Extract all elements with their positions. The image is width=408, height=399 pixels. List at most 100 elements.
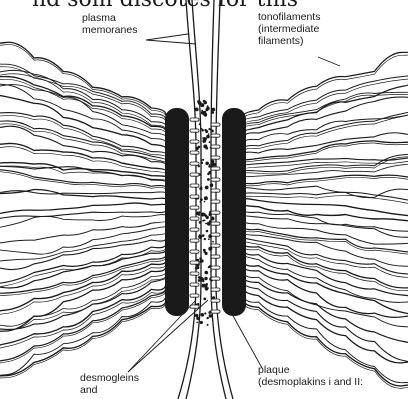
granule <box>195 267 198 270</box>
granule <box>210 183 214 187</box>
granule <box>204 238 206 240</box>
tonofilament <box>244 227 408 252</box>
label-desmogleins: desmogleins and <box>80 372 139 396</box>
granule <box>202 220 204 222</box>
granule <box>195 147 198 150</box>
tonofilament <box>244 196 408 204</box>
granule <box>208 266 210 268</box>
desmoglein-bar <box>211 167 220 170</box>
tonofilament <box>244 79 408 124</box>
desmoglein-bar <box>211 288 220 291</box>
tonofilament <box>0 221 166 243</box>
granule <box>201 110 203 112</box>
granule <box>198 235 202 239</box>
granule <box>209 220 211 222</box>
desmoglein-bar <box>190 272 199 275</box>
granule <box>211 217 215 221</box>
desmoglein-bar <box>190 283 199 286</box>
granule <box>203 280 205 282</box>
desmoglein-bar <box>211 277 220 280</box>
granule <box>205 162 209 166</box>
granule <box>205 186 209 190</box>
granule <box>208 165 210 167</box>
intercellular-space-granules <box>190 100 220 326</box>
tonofilament <box>0 57 166 121</box>
granule <box>206 135 210 139</box>
granule <box>206 230 209 233</box>
desmoglein-bar <box>190 294 199 297</box>
granule <box>205 140 207 142</box>
granule <box>205 130 208 133</box>
granule <box>202 159 204 161</box>
granule <box>211 160 215 164</box>
granule <box>203 113 207 117</box>
granule <box>211 163 215 167</box>
desmoglein-bar <box>211 178 220 181</box>
granule <box>205 215 208 218</box>
desmoglein-bar <box>211 299 220 302</box>
tonofilament <box>0 215 166 233</box>
tonofilament <box>244 157 408 165</box>
granule <box>208 133 210 135</box>
granule <box>209 141 211 143</box>
granule <box>196 317 199 320</box>
desmoglein-bar <box>211 145 220 148</box>
desmoglein-bar <box>211 200 220 203</box>
granule <box>198 214 200 216</box>
desmoglein-bar <box>190 184 199 187</box>
granule <box>205 271 209 275</box>
granule <box>207 317 209 319</box>
granule <box>209 314 213 318</box>
tonofilaments-right <box>244 39 408 399</box>
granule <box>199 201 201 203</box>
tonofilament <box>0 78 166 143</box>
tonofilament <box>0 289 166 369</box>
label-plasma-membranes: plasma memoranes <box>82 12 137 36</box>
granule <box>210 271 212 273</box>
granule <box>205 252 208 255</box>
granule <box>204 277 207 280</box>
granule <box>202 129 204 131</box>
granule <box>207 173 209 175</box>
granule <box>202 137 204 139</box>
leader-plasma-membranes <box>146 34 188 40</box>
plaque-right <box>222 108 246 316</box>
leader-tonofilaments <box>318 57 340 66</box>
tonofilament <box>244 110 408 143</box>
desmoglein-bar <box>211 222 220 225</box>
desmoglein-bar <box>190 140 199 143</box>
label-tonofilaments: tonofilaments (intermediate filaments) <box>258 11 320 47</box>
label-plaque: plaque (desmoplakins i and II: <box>258 364 363 388</box>
granule <box>198 279 201 282</box>
desmoglein-bar <box>190 151 199 154</box>
desmoglein-bar <box>190 173 199 176</box>
granule <box>204 101 207 104</box>
granule <box>195 108 199 112</box>
granule <box>211 111 214 114</box>
desmoglein-bar <box>190 206 199 209</box>
desmoglein-bar <box>190 228 199 231</box>
plaque-left <box>165 108 189 316</box>
granule <box>200 277 204 281</box>
leader-plaque <box>232 314 262 368</box>
granule <box>207 223 210 226</box>
granule <box>206 107 209 110</box>
granule <box>207 105 209 107</box>
granule <box>207 178 210 181</box>
granule <box>204 201 206 203</box>
desmoglein-bar <box>211 255 220 258</box>
tonofilaments-left <box>0 31 166 388</box>
desmoglein-bar <box>190 162 199 165</box>
tonofilament <box>0 210 166 219</box>
granule <box>211 108 215 112</box>
desmoglein-bar <box>190 239 199 242</box>
desmoglein-bar <box>211 156 220 159</box>
tonofilament <box>244 244 408 288</box>
desmoglein-bar <box>211 266 220 269</box>
desmoglein-bar <box>211 244 220 247</box>
granule <box>202 234 205 237</box>
desmoglein-bar <box>211 310 220 313</box>
leader-plasma-membranes <box>146 40 196 44</box>
desmoglein-bar <box>190 129 199 132</box>
granule <box>198 101 202 105</box>
